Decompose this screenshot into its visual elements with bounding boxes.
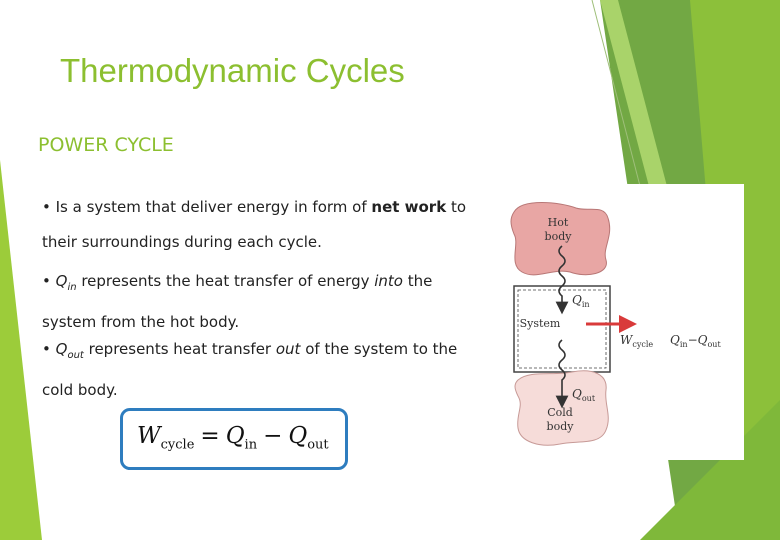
eq-equals: = xyxy=(200,423,220,449)
bullet-symbol: Q xyxy=(55,340,68,358)
qin-arrow xyxy=(555,245,569,315)
eq-term1: Q xyxy=(225,423,245,449)
bullet-text: represents heat transfer xyxy=(83,340,276,358)
system-label: System xyxy=(520,317,561,330)
work-equation: Wcycle=Qin−Qout xyxy=(137,423,329,453)
bullet-marker: • xyxy=(42,340,51,358)
bullet-text: represents the heat transfer of energy xyxy=(76,272,375,290)
bullet-text: of the system to the cold body. xyxy=(42,340,458,399)
qout-label: Qout xyxy=(572,387,596,403)
eq-term1-sub: in xyxy=(244,437,258,453)
hot-body-shape xyxy=(510,202,611,276)
equation-box: Wcycle=Qin−Qout xyxy=(120,408,348,470)
eq-lhs-sub: cycle xyxy=(160,437,195,453)
bullet-text: Is a system that deliver energy in form … xyxy=(50,198,372,216)
eq-term2: Q xyxy=(288,423,308,449)
bullet-text: to their surroundings during each cycle. xyxy=(42,198,466,251)
power-cycle-diagram: Hot body System Cold body Qin Qout Wcycl… xyxy=(500,184,744,460)
cold-body-label: Cold xyxy=(547,406,573,419)
bullet-italic: out xyxy=(275,340,301,358)
qin-label: Qin xyxy=(572,293,590,309)
bullet-qout: • Qout represents heat transfer out of t… xyxy=(42,332,482,408)
left-bottom-triangle xyxy=(0,160,42,540)
hot-body-label: Hot xyxy=(548,216,569,229)
thin-decor-line xyxy=(591,0,641,187)
wcycle-label: Wcycle xyxy=(620,333,653,349)
bottom-right-band xyxy=(640,400,780,540)
net-work-label: Qin−Qout xyxy=(670,333,721,349)
bullet-italic: into xyxy=(374,272,403,290)
slide-title: Thermodynamic Cycles xyxy=(60,52,405,89)
bullet-symbol: Q xyxy=(55,272,68,290)
slide-subtitle: POWER CYCLE xyxy=(38,134,174,156)
bullet-bold: net work xyxy=(371,198,447,216)
hot-body-label: body xyxy=(545,230,573,243)
eq-lhs: W xyxy=(137,423,161,449)
bullet-text: the system from the hot body. xyxy=(42,272,433,331)
bullet-subscript: out xyxy=(67,350,84,361)
bullet-marker: • xyxy=(42,198,51,216)
bullet-subscript: in xyxy=(67,282,77,293)
eq-term2-sub: out xyxy=(307,437,329,453)
eq-minus: − xyxy=(263,423,283,449)
cold-body-label: body xyxy=(547,420,575,433)
bullet-marker: • xyxy=(42,272,51,290)
bullet-qin: • Qin represents the heat transfer of en… xyxy=(42,264,482,340)
qout-arrow xyxy=(555,339,569,409)
bullet-definition: • Is a system that deliver energy in for… xyxy=(42,190,482,260)
